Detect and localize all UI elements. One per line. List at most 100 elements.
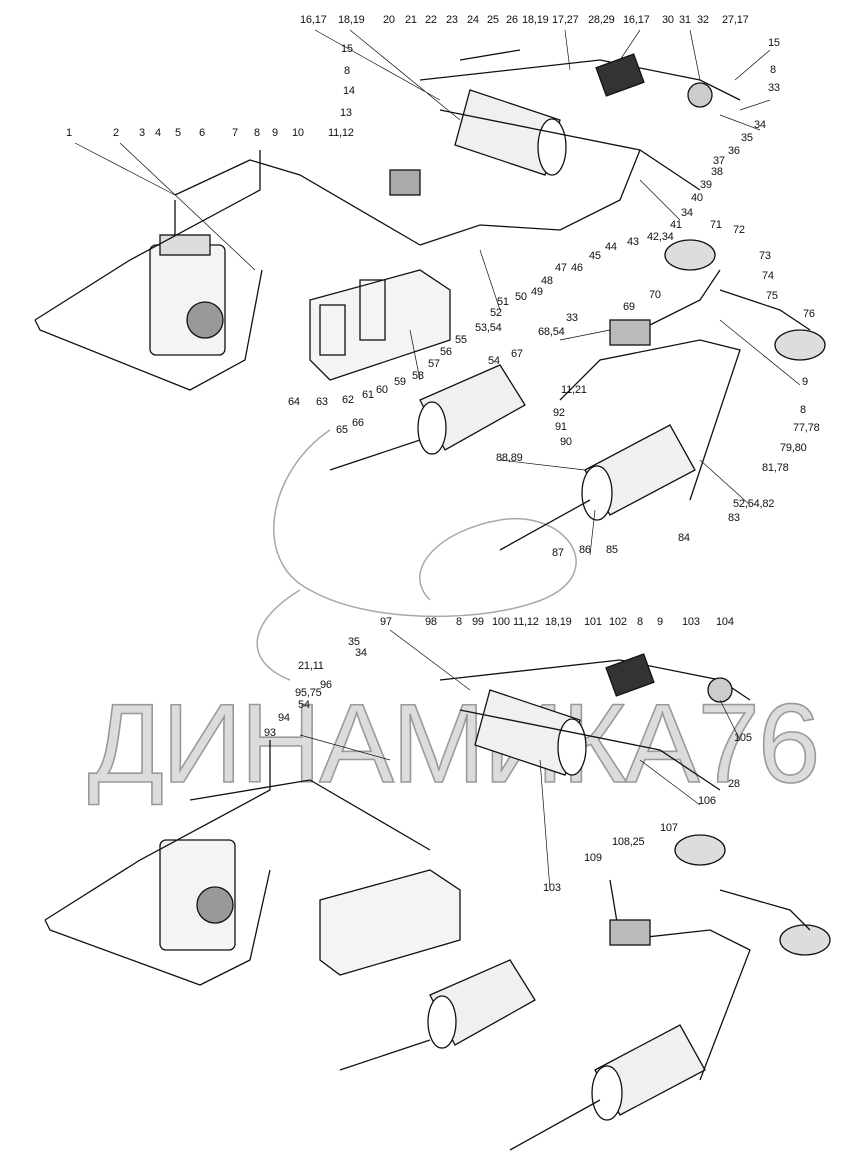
- callout-label: 66: [352, 417, 364, 429]
- callout-label: 9: [657, 616, 663, 628]
- valve-right: [687, 82, 713, 108]
- callout-label: 32: [697, 14, 709, 26]
- callout-label: 18,19: [545, 616, 572, 628]
- callout-label: 83: [728, 512, 740, 524]
- callout-label: 21: [405, 14, 417, 26]
- air-tank-lower: [581, 424, 696, 521]
- callout-label: 105: [734, 732, 752, 744]
- callout-label: 16,17: [623, 14, 650, 26]
- callout-label: 52: [490, 307, 502, 319]
- callout-label: 76: [803, 308, 815, 320]
- callout-label: 9: [272, 127, 278, 139]
- callout-label: 54: [298, 699, 310, 711]
- callout-label: 20: [383, 14, 395, 26]
- callout-label: 100: [492, 616, 510, 628]
- callout-label: 53,54: [475, 322, 502, 334]
- air-tank-middle: [417, 364, 526, 455]
- callout-label: 28,29: [588, 14, 615, 26]
- valve-top: [595, 53, 645, 97]
- brake-chamber-1: [664, 239, 716, 271]
- callout-label: 25: [487, 14, 499, 26]
- callout-label: 16,17: [300, 14, 327, 26]
- callout-label: 51: [497, 296, 509, 308]
- callout-label: 34: [355, 647, 367, 659]
- callout-label: 52,54,82: [733, 498, 775, 510]
- callout-label: 18,19: [338, 14, 365, 26]
- callout-label: 74: [762, 270, 774, 282]
- callout-label: 79,80: [780, 442, 807, 454]
- callout-label: 4: [155, 127, 161, 139]
- callout-label: 14: [343, 85, 355, 97]
- callout-label: 6: [199, 127, 205, 139]
- compressor-lower: [159, 839, 236, 951]
- callout-label: 8: [254, 127, 260, 139]
- callout-label: 50: [515, 291, 527, 303]
- callout-label: 108,25: [612, 836, 645, 848]
- callout-label: 15: [341, 43, 353, 55]
- watermark-swirl: [256, 429, 577, 681]
- callout-label: 98: [425, 616, 437, 628]
- callout-label: 13: [340, 107, 352, 119]
- callout-label: 68,54: [538, 326, 565, 338]
- callout-label: 7: [232, 127, 238, 139]
- callout-label: 56: [440, 346, 452, 358]
- callout-label: 8: [800, 404, 806, 416]
- callout-label: 3: [139, 127, 145, 139]
- callout-label: 103: [682, 616, 700, 628]
- callout-label: 23: [446, 14, 458, 26]
- callout-label: 8: [344, 65, 350, 77]
- frame-unit-upper: [309, 269, 451, 381]
- callout-label: 96: [320, 679, 332, 691]
- callout-label: 18,19: [522, 14, 549, 26]
- callout-label: 8: [637, 616, 643, 628]
- callout-label: 15: [768, 37, 780, 49]
- pipe-compressor: [34, 150, 263, 391]
- callout-label: 34: [754, 119, 766, 131]
- callout-label: 9: [802, 376, 808, 388]
- callout-label: 61: [362, 389, 374, 401]
- callout-label: 62: [342, 394, 354, 406]
- callout-label: 46: [571, 262, 583, 274]
- callout-label: 103: [543, 882, 561, 894]
- air-tank-top: [454, 89, 567, 176]
- callout-label: 28: [728, 778, 740, 790]
- callout-label: 104: [716, 616, 734, 628]
- air-tank-top-lower: [474, 689, 587, 776]
- callout-label: 44: [605, 241, 617, 253]
- callout-label: 31: [679, 14, 691, 26]
- callout-label: 64: [288, 396, 300, 408]
- callout-label: 38: [711, 166, 723, 178]
- callout-label: 1: [66, 127, 72, 139]
- pipes-lower: [329, 339, 741, 551]
- callout-label: 11,12: [513, 616, 539, 628]
- callout-label: 43: [627, 236, 639, 248]
- callout-label: 33: [566, 312, 578, 324]
- callout-label: 39: [700, 179, 712, 191]
- callout-label: 106: [698, 795, 716, 807]
- callout-label: 67: [511, 348, 523, 360]
- callout-label: 58: [412, 370, 424, 382]
- callout-label: 54: [488, 355, 500, 367]
- callout-label: 5: [175, 127, 181, 139]
- callout-label: 42,34: [647, 231, 674, 243]
- callout-label: 109: [584, 852, 602, 864]
- callout-label: 70: [649, 289, 661, 301]
- callout-label: 65: [336, 424, 348, 436]
- watermark: ДИНАМИКА76: [87, 681, 821, 806]
- callout-label: 73: [759, 250, 771, 262]
- callout-label: 63: [316, 396, 328, 408]
- callout-label: 87: [552, 547, 564, 559]
- callout-label: 37: [713, 155, 725, 167]
- callout-label: 8: [456, 616, 462, 628]
- callout-label: 8: [770, 64, 776, 76]
- callout-label: 48: [541, 275, 553, 287]
- pipe-upper-main: [174, 159, 421, 246]
- callout-label: 75: [766, 290, 778, 302]
- callout-label: 107: [660, 822, 678, 834]
- callout-label: 84: [678, 532, 690, 544]
- callout-label: 22: [425, 14, 437, 26]
- callout-label: 45: [589, 250, 601, 262]
- callout-label: 36: [728, 145, 740, 157]
